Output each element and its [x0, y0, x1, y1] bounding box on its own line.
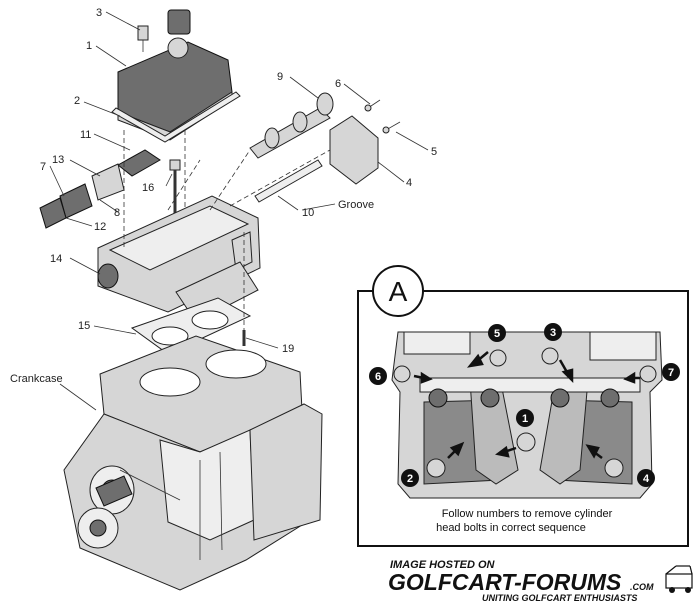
watermark-brand: GOLFCART-FORUMS	[388, 569, 622, 595]
callout-4: 4	[637, 469, 655, 487]
watermark: IMAGE HOSTED ON GOLFCART-FORUMS .COM UNI…	[388, 559, 693, 603]
label-6: 6	[335, 78, 341, 90]
watermark-dotcom: .COM	[630, 582, 654, 592]
svg-text:1: 1	[522, 413, 528, 425]
svg-text:3: 3	[550, 327, 556, 339]
alignment-lines	[123, 130, 331, 330]
rocker-shaft-pin	[254, 159, 323, 203]
label-14: 14	[50, 253, 62, 265]
inset-panel: A	[357, 265, 689, 547]
sequence-arrows	[413, 351, 640, 459]
label-5: 5	[431, 146, 437, 158]
callout-3: 3	[544, 323, 562, 341]
callout-5: 5	[488, 324, 506, 342]
label-15: 15	[78, 320, 90, 332]
crankcase-block	[63, 335, 323, 591]
cylinder-head	[97, 195, 261, 323]
head-gasket	[130, 297, 252, 355]
label-9: 9	[277, 71, 283, 83]
cover-bolt	[137, 25, 149, 52]
part-labels: 3 1 2 9 6 5 4 11 13 7 16 8 12 10 Groove …	[10, 7, 437, 385]
svg-text:2: 2	[407, 473, 413, 485]
inset-caption-line2: head bolts in correct sequence	[436, 522, 586, 534]
label-4: 4	[406, 177, 412, 189]
plate-screw-5	[382, 121, 401, 134]
long-bolt-16	[169, 159, 181, 218]
label-16: 16	[142, 182, 154, 194]
label-crankcase: Crankcase	[10, 373, 63, 385]
callout-7: 7	[662, 363, 680, 381]
label-10: 10	[302, 207, 314, 219]
watermark-tagline: UNITING GOLFCART ENTHUSIASTS	[482, 593, 637, 603]
inset-caption-line1: Follow numbers to remove cylinder	[442, 508, 613, 520]
camshaft	[249, 92, 334, 159]
watermark-hosted: IMAGE HOSTED ON	[390, 559, 496, 571]
label-3: 3	[96, 7, 102, 19]
label-7: 7	[40, 161, 46, 173]
label-13: 13	[52, 154, 64, 166]
inset-letter: A	[389, 276, 408, 307]
svg-text:4: 4	[643, 473, 650, 485]
leader-lines	[49, 11, 429, 411]
label-2: 2	[74, 95, 80, 107]
svg-text:5: 5	[494, 328, 500, 340]
label-8: 8	[114, 207, 120, 219]
svg-text:7: 7	[668, 367, 674, 379]
label-11: 11	[80, 129, 91, 141]
rocker-assembly	[39, 149, 161, 229]
valve-cover-gasket	[111, 91, 241, 143]
golfcart-logo-icon	[665, 565, 693, 593]
callout-6: 6	[369, 367, 387, 385]
label-1: 1	[86, 40, 92, 52]
plate-screw-6	[364, 99, 381, 112]
valve-cover	[117, 9, 233, 141]
label-12: 12	[94, 221, 106, 233]
svg-text:6: 6	[375, 371, 381, 383]
bolt-heads	[393, 347, 657, 478]
callout-2: 2	[401, 469, 419, 487]
label-groove: Groove	[338, 199, 374, 211]
label-19: 19	[282, 343, 294, 355]
callout-1: 1	[516, 409, 534, 427]
cover-plate	[329, 115, 379, 185]
